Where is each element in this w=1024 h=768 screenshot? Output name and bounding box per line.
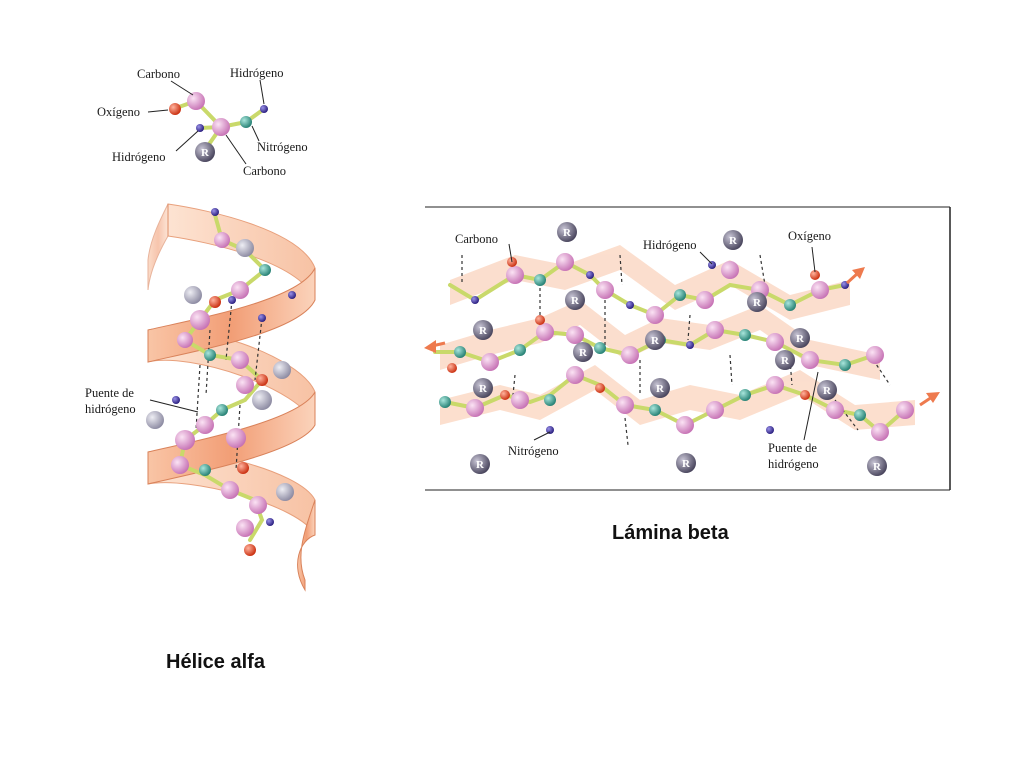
svg-text:R: R bbox=[479, 325, 488, 337]
helix-puente-label-line2: hidrógeno bbox=[85, 402, 136, 416]
sheet-leaders bbox=[508, 243, 819, 441]
sheet-atoms bbox=[439, 253, 914, 441]
legend-hidrogeno2-label: Hidrógeno bbox=[112, 150, 165, 164]
svg-text:R: R bbox=[781, 355, 790, 367]
legend-hidrogeno-label: Hidrógeno bbox=[230, 66, 283, 80]
legend-r-label: R bbox=[201, 147, 210, 159]
svg-text:R: R bbox=[571, 295, 580, 307]
arrow-left-icon bbox=[424, 340, 446, 353]
sheet-puente-label-line2: hidrógeno bbox=[768, 457, 819, 471]
legend-hydrogen-atom bbox=[260, 105, 268, 113]
helix-atoms bbox=[146, 208, 296, 556]
sheet-hydrogen-bonds bbox=[461, 254, 891, 446]
svg-text:R: R bbox=[682, 458, 691, 470]
sheet-puente-label-line1: Puente de bbox=[768, 441, 817, 455]
svg-text:R: R bbox=[823, 385, 832, 397]
legend-carbono-label: Carbono bbox=[137, 67, 180, 81]
beta-sheet-caption: Lámina beta bbox=[612, 522, 729, 544]
svg-text:R: R bbox=[563, 227, 572, 239]
sheet-direction-arrows bbox=[424, 267, 940, 407]
svg-text:R: R bbox=[873, 461, 882, 473]
legend-oxygen-atom bbox=[169, 103, 181, 115]
legend-nitrogen-atom bbox=[240, 116, 252, 128]
legend-oxigeno-label: Oxígeno bbox=[97, 105, 140, 119]
legend-nitrogeno-label: Nitrógeno bbox=[257, 140, 308, 154]
legend-leaders bbox=[147, 79, 265, 165]
sheet-oxigeno-label: Oxígeno bbox=[788, 229, 831, 243]
svg-text:R: R bbox=[656, 383, 665, 395]
svg-text:R: R bbox=[796, 333, 805, 345]
legend-hydrogen-atom-2 bbox=[196, 124, 204, 132]
svg-text:R: R bbox=[753, 297, 762, 309]
sheet-carbono-label: Carbono bbox=[455, 232, 498, 246]
legend-carbon-atom bbox=[187, 92, 205, 110]
alpha-helix-caption: Hélice alfa bbox=[166, 651, 265, 673]
legend-carbono2-label: Carbono bbox=[243, 164, 286, 178]
svg-text:R: R bbox=[579, 347, 588, 359]
arrow-right-bottom-icon bbox=[919, 392, 940, 407]
svg-text:R: R bbox=[729, 235, 738, 247]
svg-text:R: R bbox=[651, 335, 660, 347]
sheet-r-labels: R R R R R R R R R R R R R R R bbox=[476, 227, 882, 473]
sheet-nitrogeno-label: Nitrógeno bbox=[508, 444, 559, 458]
svg-text:R: R bbox=[479, 383, 488, 395]
helix-puente-leader bbox=[149, 399, 199, 413]
legend-alpha-carbon-atom bbox=[212, 118, 230, 136]
arrow-right-top-icon bbox=[845, 267, 865, 285]
sheet-hidrogeno-label: Hidrógeno bbox=[643, 238, 696, 252]
helix-puente-label-line1: Puente de bbox=[85, 386, 134, 400]
legend-r-group bbox=[195, 142, 215, 162]
svg-text:R: R bbox=[476, 459, 485, 471]
sheet-r-groups bbox=[470, 222, 887, 476]
